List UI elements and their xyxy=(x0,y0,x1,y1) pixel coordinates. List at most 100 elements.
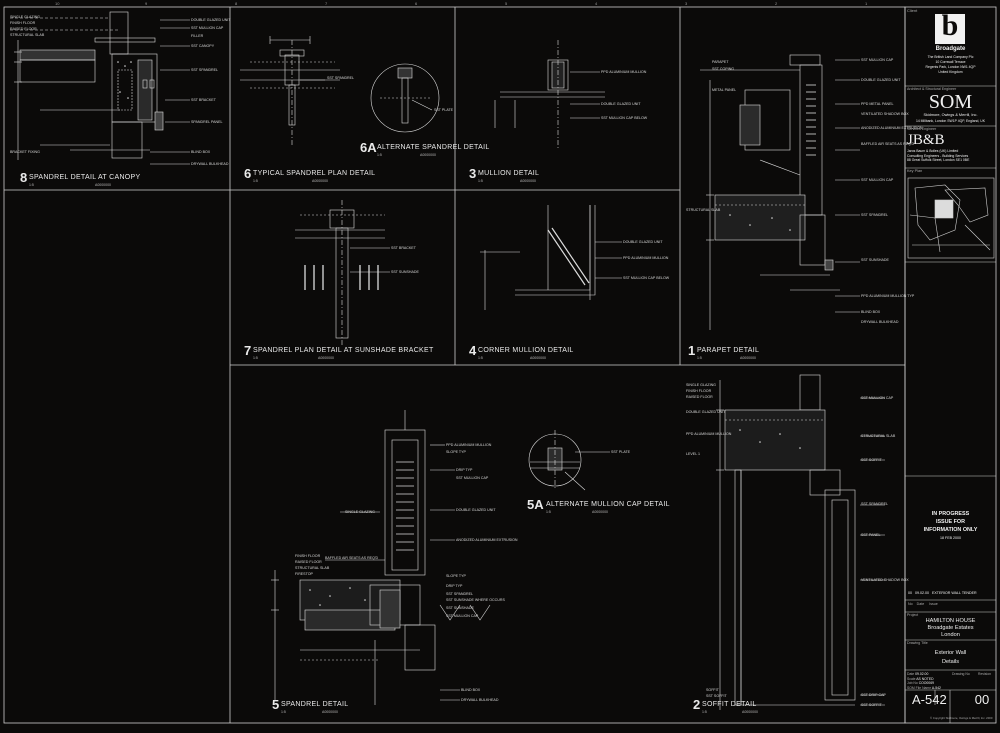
annotation-note: SINGLE GLAZING xyxy=(686,383,716,387)
annotation-note: BLIND BOX xyxy=(861,310,881,314)
detail-8-number: 8 xyxy=(20,170,28,185)
client-address-line: 10 Cornwall Terrace xyxy=(935,60,966,64)
annotation-note: SST SOFFIT xyxy=(861,703,882,707)
detail-4-drawing xyxy=(480,205,622,310)
detail-2-code: A0000000 xyxy=(742,710,758,714)
annotation-note: SST MULLION CAP BELOW xyxy=(623,276,670,280)
annotation-note: ANODIZED ALUMINIUM EXTRUSION xyxy=(456,538,518,542)
annotation-note: DRYWALL BULKHEAD xyxy=(461,698,499,702)
detail-5a-code: A0000000 xyxy=(592,510,608,514)
detail-6-number: 6 xyxy=(244,166,252,181)
revision-label: Revision xyxy=(978,672,992,676)
annotation-note: STRUCTURAL SLAB xyxy=(686,208,721,212)
detail-5-code: A0000000 xyxy=(322,710,338,714)
annotation-note: SST SUNSHADE WHERE OCCURS xyxy=(446,598,505,602)
detail-8-code: A0000000 xyxy=(95,183,111,187)
detail-5-drawing xyxy=(271,410,491,705)
revision-row: 00 09.02.00 EXTERIOR WALL TENDER xyxy=(908,591,977,595)
broadgate-logo-letter: b xyxy=(941,9,959,42)
annotation-note: SST COPING xyxy=(712,67,735,71)
detail-5a-drawing xyxy=(528,430,610,491)
annotation-note: PPD METAL PANEL xyxy=(861,102,894,106)
drawing-meta: Date 09.02.00 Scale AS NOTED Job No COO0… xyxy=(907,672,941,690)
key-plan-label: Key Plan xyxy=(907,169,923,173)
annotation-note: VENTILATED SHADOW BOX xyxy=(861,578,909,582)
annotation-note: LEVEL 1 xyxy=(686,452,701,456)
detail-5a-title: ALTERNATE MULLION CAP DETAIL xyxy=(546,501,670,508)
detail-3-title: MULLION DETAIL xyxy=(478,170,540,177)
annotation-note: PPD ALUMINIUM MULLION xyxy=(446,443,492,447)
detail-1-code: A0000000 xyxy=(740,356,756,360)
annotation-note: SST MULLION CAP xyxy=(861,178,894,182)
drawing-title-line: Details xyxy=(941,659,960,665)
detail-6a-drawing xyxy=(370,63,440,133)
annotation-note: SST SPANDREL xyxy=(861,213,889,217)
annotation-note: BAFFLED AIR SEATS AS REQ'D xyxy=(325,556,379,560)
detail-3-code: A0000000 xyxy=(520,179,536,183)
status-line: IN PROGRESS xyxy=(931,511,970,517)
annotation-note: SST SOFFIT xyxy=(706,694,727,698)
grid-number: 6 xyxy=(415,1,418,6)
key-plan xyxy=(907,177,995,259)
client-address: The British Land Company Plc 10 Cornwall… xyxy=(905,55,996,75)
revision-header: No Date Issue xyxy=(908,602,938,606)
annotation-note: RAISED FLOOR xyxy=(295,560,322,564)
annotation-note: SST SUNSHADE xyxy=(391,270,419,274)
detail-5-number: 5 xyxy=(272,697,280,712)
detail-6a-code: A0000000 xyxy=(420,153,436,157)
grid-reference-numbers: 10 9 8 7 6 5 4 3 2 1 xyxy=(55,1,868,6)
annotation-note: SST SOFFIT xyxy=(861,458,882,462)
annotation-note: SST BRACKET xyxy=(191,98,216,102)
client-address-line: Regents Park, London NW1 4QP xyxy=(925,65,976,69)
job-value: COO0069 xyxy=(918,681,934,686)
detail-8-scale: 1:5 xyxy=(29,183,34,187)
grid-number: 9 xyxy=(145,1,148,6)
client-address-line: United Kingdom xyxy=(938,70,963,74)
services-line: 88 Great Suffolk Street, London SE1 0BE xyxy=(907,158,970,163)
project-line: London xyxy=(941,632,960,638)
grid-number: 10 xyxy=(55,1,60,6)
architect-address: 14 Millbank, London SW1P 4QP, England, U… xyxy=(915,119,986,123)
copyright: © Copyright Skidmore, Owings & Merrill, … xyxy=(930,716,993,720)
detail-6-title: TYPICAL SPANDREL PLAN DETAIL xyxy=(253,170,376,177)
annotation-note: PPD ALUMINIUM MULLION xyxy=(623,256,669,260)
client-address-line: The British Land Company Plc xyxy=(927,55,974,59)
annotation-note: SOFFIT xyxy=(706,688,719,692)
annotation-note: DOUBLE GLAZED UNIT xyxy=(456,508,496,512)
file-name-value: A-542 xyxy=(931,685,941,690)
revision-number-large: 00 xyxy=(974,692,990,707)
annotation-note: SST MULLION CAP BELOW xyxy=(601,116,648,120)
revision-date: 09.02.00 xyxy=(915,591,929,595)
annotation-note: VENTILATED SHADOW BOX xyxy=(861,112,909,116)
detail-4-number: 4 xyxy=(469,343,477,358)
revision-header-issue: Issue xyxy=(929,602,938,606)
annotation-note: BAFFLED AIR SEATS AS REQ'D xyxy=(861,142,915,146)
annotation-note: DOUBLE GLAZED UNIT xyxy=(191,18,231,22)
detail-5-scale: 1:5 xyxy=(281,710,286,714)
annotation-note: BLIND BOX xyxy=(191,150,211,154)
grid-number: 5 xyxy=(505,1,508,6)
detail-7-code: A0000000 xyxy=(318,356,334,360)
detail-5a-number: 5A xyxy=(527,497,544,512)
revision-header-no: No xyxy=(908,602,913,606)
date-label: Date xyxy=(907,672,915,676)
annotation-note: METAL PANEL xyxy=(712,88,737,92)
annotation-note: DRYWALL BULKHEAD xyxy=(861,320,899,324)
issue-status: IN PROGRESS ISSUE FOR INFORMATION ONLY 1… xyxy=(905,510,996,542)
project-line: HAMILTON HOUSE xyxy=(925,618,976,624)
annotation-note: SST PLATE xyxy=(434,108,454,112)
som-logo: SOM xyxy=(928,91,973,113)
annotation-note: SPANDREL PANEL xyxy=(191,120,223,124)
detail-4-code: A0000000 xyxy=(530,356,546,360)
detail-2-drawing xyxy=(716,374,885,710)
annotation-note: SINGLE GLAZING xyxy=(345,510,375,514)
annotation-note: PPD ALUMINIUM MULLION TYP xyxy=(861,294,915,298)
title-block-frame xyxy=(905,85,996,723)
annotation-note: SST CANOPY xyxy=(191,44,215,48)
detail-7-drawing xyxy=(295,200,390,345)
detail-4-title: CORNER MULLION DETAIL xyxy=(478,347,574,354)
detail-5-title: SPANDREL DETAIL xyxy=(281,701,349,708)
annotation-note: BLIND BOX xyxy=(461,688,481,692)
annotation-note: RAISED FLOOR xyxy=(686,395,713,399)
